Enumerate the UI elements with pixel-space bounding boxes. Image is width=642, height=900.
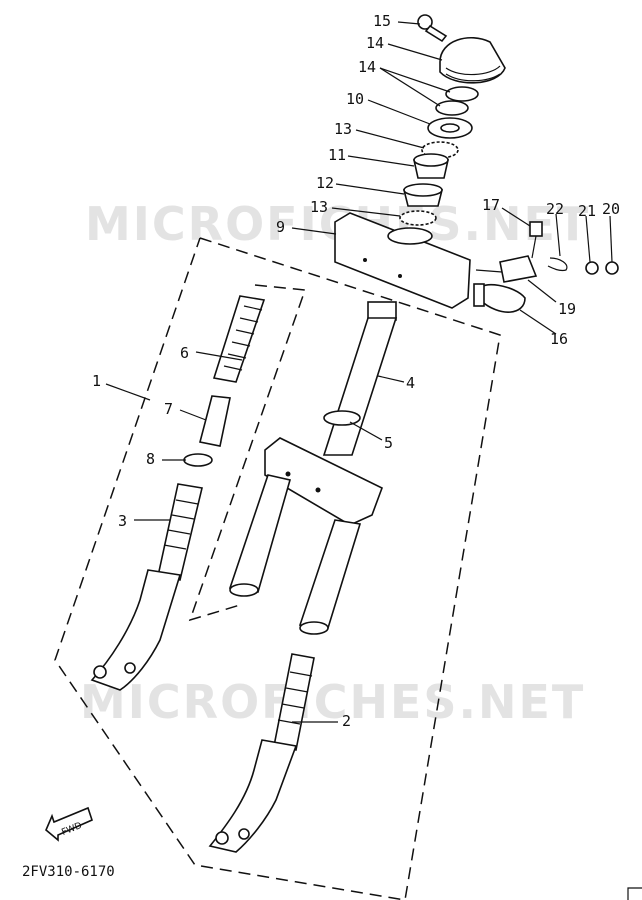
part-16-bolt (417, 14, 448, 43)
callout-13-upper: 13 (334, 120, 352, 138)
callout-18: 17 (482, 196, 500, 214)
part-12-cup (402, 183, 444, 207)
callout-20: 20 (602, 200, 620, 218)
leader-lines (105, 21, 613, 723)
part-15-cap (439, 37, 506, 84)
part-13-bearing-lower (399, 210, 437, 226)
part-6-spring (212, 295, 266, 383)
part-21-washer (585, 261, 599, 275)
watermark-bottom: MICROFICHES.NET (80, 675, 585, 729)
part-10-race (427, 117, 473, 139)
part-9-head-pipe (334, 212, 471, 309)
part-7-spacer (199, 395, 231, 447)
callout-14: 14 (358, 58, 376, 76)
part-2-fork-leg-right (208, 653, 315, 853)
part-5-washer (323, 410, 361, 426)
part-4-steering-stem (322, 301, 398, 456)
part-8-ring (183, 453, 213, 467)
callout-22: 22 (546, 200, 564, 218)
part-3-fork-leg-left (90, 483, 203, 691)
part-22-circlip (547, 257, 568, 272)
part-14-washer-b (435, 100, 469, 116)
callout-10: 10 (346, 90, 364, 108)
callout-15: 14 (366, 34, 384, 52)
part-14-washer-a (445, 86, 479, 102)
callout-labels: 15 14 14 10 13 11 12 13 9 17 22 21 20 19… (92, 12, 620, 730)
callout-13-lower: 13 (310, 198, 328, 216)
part-19-bracket (499, 255, 538, 283)
part-11-cone (413, 153, 449, 179)
callout-17: 16 (550, 330, 568, 348)
fwd-arrow-icon: FWD (45, 806, 93, 842)
callout-16: 15 (373, 12, 391, 30)
callout-4: 4 (406, 374, 415, 392)
callout-19: 19 (558, 300, 576, 318)
callout-6: 6 (180, 344, 189, 362)
callout-9: 9 (276, 218, 285, 236)
under-bracket-assembly (228, 437, 384, 635)
callout-1: 1 (92, 372, 101, 390)
diagram-code: 2FV310-6170 (22, 864, 115, 880)
part-18-bolt (529, 221, 543, 259)
callout-7: 7 (164, 400, 173, 418)
callout-21: 21 (578, 202, 596, 220)
callout-3: 3 (118, 512, 127, 530)
part-20-nut (605, 261, 619, 275)
part-17-clamp (473, 283, 526, 313)
callout-5: 5 (384, 434, 393, 452)
callout-2: 2 (342, 712, 351, 730)
callout-11: 11 (328, 146, 346, 164)
inner-outline (188, 284, 307, 622)
callout-12: 12 (316, 174, 334, 192)
corner-mark (627, 887, 642, 900)
callout-8: 8 (146, 450, 155, 468)
assembly-outline (54, 237, 501, 900)
